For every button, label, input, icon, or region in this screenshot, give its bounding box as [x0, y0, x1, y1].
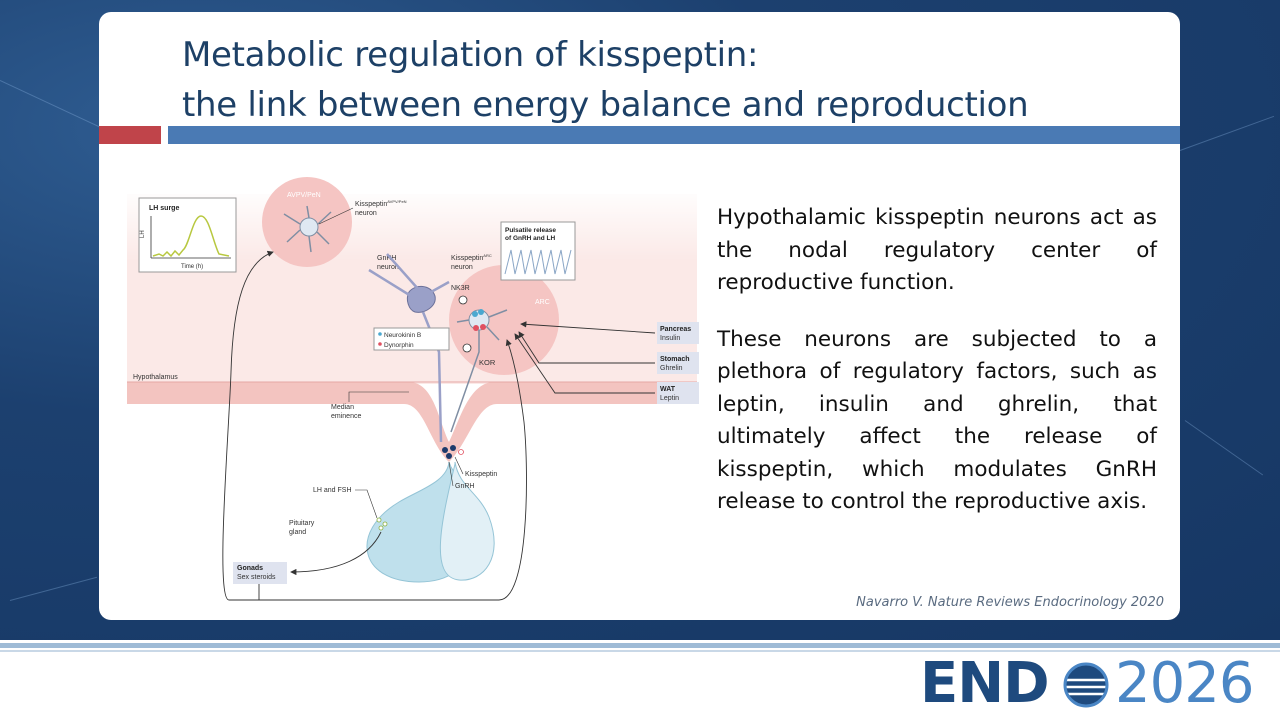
peptide-legend: [373, 327, 450, 351]
gnrh-neuron: [406, 286, 436, 313]
avpv-kisspeptin-neuron: [299, 217, 319, 237]
slide-title: Metabolic regulation of kisspeptin: the …: [182, 30, 1029, 130]
steroid-feedback-arc-arrow: [259, 339, 527, 601]
sex-steroids-label: Sex steroids: [237, 574, 276, 581]
title-accent-blue: [168, 126, 1180, 144]
arc-label: ARC: [535, 299, 550, 306]
slide-card: Metabolic regulation of kisspeptin: the …: [99, 12, 1180, 620]
kiss-avpv-label: KisspeptinAVPV/PeN: [355, 199, 407, 208]
gonads-label: Gonads: [237, 565, 263, 572]
paragraph-1: Hypothalamic kisspeptin neurons act as t…: [717, 205, 1157, 295]
kor-label: KOR: [479, 358, 496, 367]
title-line-2: the link between energy balance and repr…: [182, 85, 1029, 125]
lh-time-label: Time (h): [181, 264, 203, 270]
pituitary-label-1: Pituitary: [289, 520, 315, 527]
median-eminence-label-1: Median: [331, 404, 354, 411]
svg-text:neuron: neuron: [377, 264, 399, 271]
lh-surge-chart: [138, 197, 237, 273]
lh-fsh-to-gonads-arrow: [290, 531, 382, 576]
lh-axis-label: LH: [140, 230, 146, 238]
footer-stripe: [0, 650, 1280, 652]
svg-text:neuron: neuron: [451, 264, 473, 271]
pulsatile-release-chart: [500, 221, 576, 281]
paragraph-2: These neurons are subjected to a plethor…: [717, 326, 1157, 515]
hypothalamus-label: Hypothalamus: [133, 374, 178, 381]
insulin-label: Insulin: [660, 335, 680, 342]
legend-dyn: Dynorphin: [384, 342, 414, 349]
footer-stripe: [0, 643, 1280, 648]
wat-label: WAT: [660, 386, 676, 393]
kisspeptin-diagram: AVPV/PeN ARC LH surge LH Time (h) Kisspe…: [127, 177, 699, 601]
stomach-label: Stomach: [660, 356, 690, 363]
gnrh-terminal-label: GnRH: [455, 483, 474, 490]
median-eminence-band: [127, 382, 697, 462]
pituitary-label-2: gland: [289, 529, 306, 536]
nk3r-label: NK3R: [451, 285, 470, 292]
pancreas-box: [657, 322, 699, 344]
arc-nucleus: [449, 265, 559, 375]
ghrelin-arrow: [518, 331, 655, 364]
pulsatile-line-1: Pulsatile release: [505, 227, 556, 234]
pancreas-label: Pancreas: [660, 326, 691, 333]
title-line-1: Metabolic regulation of kisspeptin:: [182, 35, 759, 75]
logo-brand: END: [920, 651, 1050, 716]
svg-text:neuron: neuron: [355, 210, 377, 217]
steroid-feedback-avpv-arrow: [222, 250, 274, 601]
legend-nkb: Neurokinin B: [384, 332, 421, 339]
stomach-box: [657, 352, 699, 374]
lh-surge-curve: [152, 215, 230, 258]
insulin-arrow: [520, 321, 656, 334]
globe-icon: [1063, 662, 1109, 708]
kisspeptin-terminal-label: Kisspeptin: [465, 471, 497, 478]
leptin-arrow: [514, 333, 655, 394]
lh-fsh-label: LH and FSH: [313, 487, 352, 494]
pulsatile-line-2: of GnRH and LH: [505, 235, 555, 242]
lh-surge-title: LH surge: [149, 205, 179, 212]
body-text: Hypothalamic kisspeptin neurons act as t…: [717, 202, 1157, 543]
kiss-arc-label: KisspeptinARC: [451, 253, 492, 262]
median-eminence-label-2: eminence: [331, 413, 361, 420]
gnrh-neuron-label: GnRH: [377, 255, 396, 262]
gonads-box: [233, 562, 287, 584]
leptin-label: Leptin: [660, 395, 679, 402]
wat-box: [657, 382, 699, 404]
avpv-label: AVPV/PeN: [287, 192, 321, 199]
pituitary-posterior: [439, 461, 495, 581]
citation: Navarro V. Nature Reviews Endocrinology …: [856, 595, 1164, 610]
pulsatile-curve: [504, 249, 572, 275]
ghrelin-label: Ghrelin: [660, 365, 683, 372]
title-accent-red: [99, 126, 161, 144]
logo-year: 2026: [1115, 651, 1255, 716]
